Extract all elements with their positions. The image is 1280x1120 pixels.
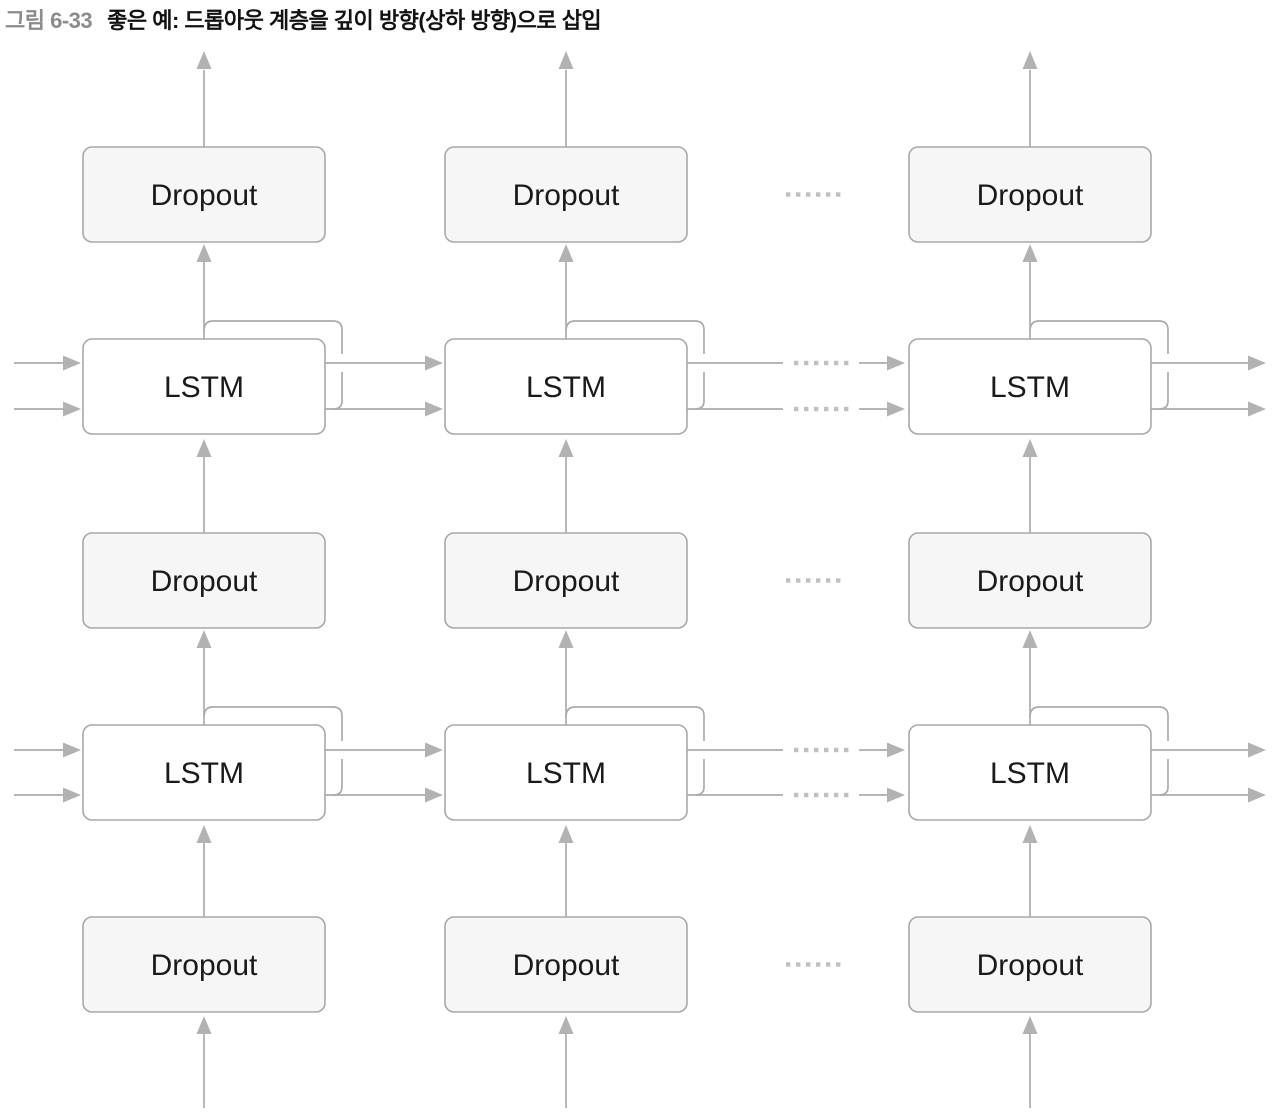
box-label: Dropout xyxy=(151,179,258,212)
connections-layer xyxy=(14,51,1266,1108)
box-rect xyxy=(908,532,1152,629)
box-rect xyxy=(908,338,1152,435)
box-label: LSTM xyxy=(526,371,606,404)
dropout-box-r1c2: Dropout xyxy=(444,146,688,243)
box-label: Dropout xyxy=(977,949,1084,982)
lstm-box-r4c3: LSTM xyxy=(908,724,1152,821)
box-label: LSTM xyxy=(526,757,606,790)
arrowhead-icon xyxy=(558,439,574,457)
dropout-box-r3c3: Dropout xyxy=(908,532,1152,629)
ellipsis-dots-dropout-row1 xyxy=(786,192,841,197)
arrowhead-icon xyxy=(887,401,905,417)
dropout-box-r1c1: Dropout xyxy=(82,146,326,243)
arrowhead-icon xyxy=(1022,825,1038,843)
arrowhead-icon xyxy=(1022,1016,1038,1034)
box-rect xyxy=(82,338,326,435)
arrowhead-icon xyxy=(1022,439,1038,457)
arrowhead-icon xyxy=(196,439,212,457)
box-rect xyxy=(444,724,688,821)
ellipsis-dots xyxy=(794,360,849,366)
box-rect xyxy=(444,338,688,435)
figure-caption: 그림 6-33 좋은 예: 드롭아웃 계층을 깊이 방향(상하 방향)으로 삽입 xyxy=(5,7,602,35)
arrowhead-icon xyxy=(887,355,905,371)
arrowhead-icon xyxy=(63,787,81,803)
box-rect xyxy=(908,724,1152,821)
box-rect xyxy=(908,916,1152,1013)
arrowhead-icon xyxy=(887,787,905,803)
arrowhead-icon xyxy=(1022,630,1038,648)
ellipsis-dots-dropout-row3 xyxy=(786,578,841,583)
arrowhead-icon xyxy=(558,825,574,843)
arrowhead-icon xyxy=(1022,51,1038,69)
arrowhead-icon xyxy=(1248,787,1266,803)
arrowhead-icon xyxy=(1022,244,1038,262)
arrowhead-icon xyxy=(425,401,443,417)
box-label: LSTM xyxy=(164,371,244,404)
box-label: LSTM xyxy=(164,757,244,790)
ellipsis-dots xyxy=(794,792,849,798)
arrowhead-icon xyxy=(63,355,81,371)
arrowhead-icon xyxy=(196,1016,212,1034)
dropout-box-r3c2: Dropout xyxy=(444,532,688,629)
box-label: Dropout xyxy=(151,565,258,598)
box-label: LSTM xyxy=(990,757,1070,790)
arrowhead-icon xyxy=(1248,401,1266,417)
box-label: Dropout xyxy=(977,179,1084,212)
box-rect xyxy=(444,532,688,629)
ellipsis-dots xyxy=(794,747,849,753)
box-rect xyxy=(82,146,326,243)
ellipsis-dots-dropout-row5 xyxy=(786,962,841,967)
arrowhead-icon xyxy=(558,1016,574,1034)
arrowhead-icon xyxy=(425,355,443,371)
box-rect xyxy=(908,146,1152,243)
boxes-layer: Dropout Dropout Dropout LSTM LSTM LSTM D… xyxy=(82,146,1152,1013)
arrowhead-icon xyxy=(558,244,574,262)
box-rect xyxy=(444,146,688,243)
arrowhead-icon xyxy=(425,742,443,758)
arrowhead-icon xyxy=(63,742,81,758)
lstm-row-lower-horizontal xyxy=(14,742,1266,803)
column-2-vertical-flow xyxy=(558,51,705,1108)
arrowhead-icon xyxy=(558,51,574,69)
dropout-box-r5c3: Dropout xyxy=(908,916,1152,1013)
box-rect xyxy=(82,724,326,821)
box-label: Dropout xyxy=(151,949,258,982)
lstm-box-r2c3: LSTM xyxy=(908,338,1152,435)
arrowhead-icon xyxy=(1248,355,1266,371)
lstm-box-r4c2: LSTM xyxy=(444,724,688,821)
box-label: Dropout xyxy=(513,179,620,212)
box-label: Dropout xyxy=(513,565,620,598)
box-label: Dropout xyxy=(513,949,620,982)
lstm-box-r2c2: LSTM xyxy=(444,338,688,435)
box-rect xyxy=(444,916,688,1013)
arrowhead-icon xyxy=(196,825,212,843)
arrowhead-icon xyxy=(63,401,81,417)
lstm-box-r2c1: LSTM xyxy=(82,338,326,435)
arrowhead-icon xyxy=(1248,742,1266,758)
figure-title: 좋은 예: 드롭아웃 계층을 깊이 방향(상하 방향)으로 삽입 xyxy=(107,8,602,33)
arrowhead-icon xyxy=(425,787,443,803)
arrowhead-icon xyxy=(196,630,212,648)
dropout-box-r5c2: Dropout xyxy=(444,916,688,1013)
column-3-vertical-flow xyxy=(1022,51,1169,1108)
arrowhead-icon xyxy=(196,51,212,69)
box-label: Dropout xyxy=(977,565,1084,598)
figure-number: 그림 6-33 xyxy=(5,8,93,33)
dropout-box-r3c1: Dropout xyxy=(82,532,326,629)
lstm-row-upper-horizontal xyxy=(14,355,1266,417)
lstm-box-r4c1: LSTM xyxy=(82,724,326,821)
box-rect xyxy=(82,532,326,629)
dropout-box-r1c3: Dropout xyxy=(908,146,1152,243)
arrowhead-icon xyxy=(196,244,212,262)
dropout-box-r5c1: Dropout xyxy=(82,916,326,1013)
ellipsis-dots xyxy=(794,406,849,412)
arrowhead-icon xyxy=(887,742,905,758)
arrowhead-icon xyxy=(558,630,574,648)
box-label: LSTM xyxy=(990,371,1070,404)
box-rect xyxy=(82,916,326,1013)
